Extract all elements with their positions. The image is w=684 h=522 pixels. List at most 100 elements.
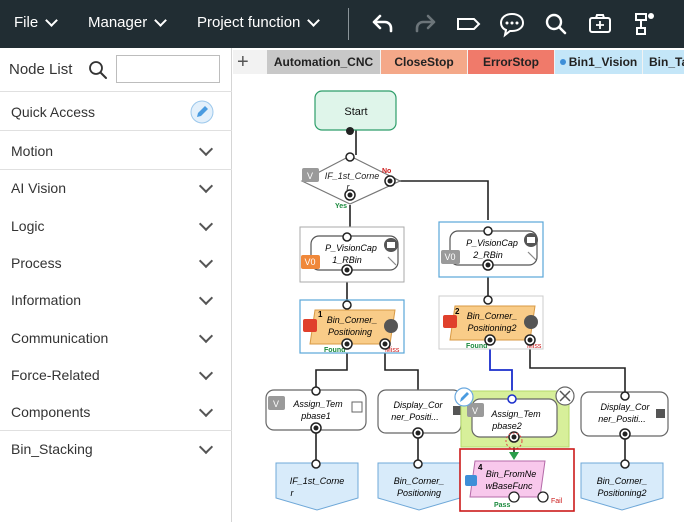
if-yes-port-dot xyxy=(347,192,353,198)
flow-tab-bar: + Automation_CNC CloseStop ErrorStop Bin1_V… xyxy=(233,50,684,74)
vision-2-input-port[interactable] xyxy=(483,226,493,236)
flow-tab-3[interactable]: Bin1_Vision xyxy=(555,50,642,74)
v0-badge-label: V0 xyxy=(304,257,315,267)
variable-badge-label: V xyxy=(472,406,478,416)
flow-tab-4[interactable]: Bin_Ta xyxy=(643,50,684,74)
flow-tab-0[interactable]: Automation_CNC xyxy=(267,50,380,74)
category-label: Components xyxy=(11,404,91,421)
search-icon[interactable] xyxy=(542,10,570,38)
found-label: Found xyxy=(466,343,487,350)
file-menu[interactable]: File xyxy=(14,13,59,31)
if-no-port-dot xyxy=(387,178,393,184)
frombase-pass-port[interactable] xyxy=(508,491,520,503)
robot-settings-icon[interactable] xyxy=(630,10,658,38)
frombase-label-2: wBaseFunc xyxy=(485,481,533,491)
category-logic[interactable]: Logic xyxy=(0,208,232,245)
corner-2-input-port[interactable] xyxy=(483,295,493,305)
corner-2-miss-dot xyxy=(527,337,533,343)
chevron-down-icon xyxy=(154,13,168,27)
start-node[interactable] xyxy=(314,90,397,131)
assign-node-1-label-2: pbase1 xyxy=(300,411,331,421)
goto-if-label-1: IF_1st_Corne xyxy=(290,476,345,486)
connector-found2-selected xyxy=(489,348,513,392)
search-icon[interactable] xyxy=(88,60,108,80)
project-function-menu[interactable]: Project function xyxy=(197,13,321,31)
variable-list-icon xyxy=(351,401,363,413)
redo-icon[interactable] xyxy=(412,10,440,38)
category-label: AI Vision xyxy=(11,180,66,197)
edit-pencil-shape xyxy=(460,392,469,402)
goto-corner2-node[interactable] xyxy=(580,462,664,511)
flow-tab-label: Bin1_Vision xyxy=(568,55,638,69)
start-output-port[interactable] xyxy=(346,127,354,135)
quick-access-section[interactable]: Quick Access xyxy=(0,91,232,131)
category-information[interactable]: Information xyxy=(0,282,232,319)
camera-icon xyxy=(524,315,538,329)
undo-icon[interactable] xyxy=(368,10,396,38)
corner-node-1-label-2: Positioning xyxy=(328,327,372,337)
resize-handle-icon xyxy=(387,256,397,266)
category-communication[interactable]: Communication xyxy=(0,320,232,357)
flow-tab-2[interactable]: ErrorStop xyxy=(468,50,554,74)
tag-icon[interactable] xyxy=(454,10,482,38)
category-bin-stacking[interactable]: Bin_Stacking xyxy=(0,431,232,468)
frombase-fail-port[interactable] xyxy=(537,491,549,503)
assign-1-output-dot xyxy=(313,425,319,431)
if-input-port[interactable] xyxy=(345,152,355,162)
comment-icon[interactable] xyxy=(498,10,526,38)
chevron-down-icon xyxy=(45,13,59,27)
start-node-label: Start xyxy=(344,106,367,118)
function-badge-icon xyxy=(443,315,457,328)
highlight-box xyxy=(459,448,575,512)
assign-2-input-port[interactable] xyxy=(507,394,517,404)
goto-corner1-label-2: Positioning xyxy=(397,488,441,498)
file-menu-label: File xyxy=(14,14,39,31)
flow-tab-1[interactable]: CloseStop xyxy=(381,50,467,74)
vision-node-1[interactable] xyxy=(310,235,399,271)
chevron-down-icon xyxy=(198,440,214,455)
goto-corner1-input-port[interactable] xyxy=(413,459,423,469)
vision-node-1-label-2: 1_RBin xyxy=(332,255,362,265)
category-label: Logic xyxy=(11,217,45,234)
chevron-down-icon xyxy=(198,253,214,268)
category-label: Bin_Stacking xyxy=(11,441,93,458)
category-components[interactable]: Components xyxy=(0,394,232,432)
category-motion[interactable]: Motion xyxy=(0,133,232,170)
corner-node-2-label-1: Bin_Corner_ xyxy=(467,311,518,321)
corner-1-input-port[interactable] xyxy=(342,300,352,310)
flow-canvas[interactable] xyxy=(233,48,684,522)
node-search-input[interactable] xyxy=(116,55,220,83)
corner-1-miss-dot xyxy=(382,341,388,347)
goto-if-input-port[interactable] xyxy=(311,459,321,469)
step-number: 1 xyxy=(318,310,323,319)
category-force-related[interactable]: Force-Related xyxy=(0,357,232,394)
edit-pencil-icon[interactable] xyxy=(190,100,214,124)
variable-badge xyxy=(302,168,319,182)
assign-1-input-port[interactable] xyxy=(311,386,321,396)
category-ai-vision[interactable]: AI Vision xyxy=(0,170,232,207)
goto-if-node[interactable] xyxy=(275,462,359,511)
display-2-input-port[interactable] xyxy=(620,391,630,401)
if-node[interactable] xyxy=(300,155,402,205)
flow-tab-label: CloseStop xyxy=(394,55,454,69)
flow-tab-label: ErrorStop xyxy=(482,55,539,69)
assign-node-2-label-1: Assign_Tem xyxy=(490,409,541,419)
function-badge-icon xyxy=(303,319,317,332)
manager-menu[interactable]: Manager xyxy=(88,13,168,31)
chevron-down-icon xyxy=(198,216,214,231)
camera-capture-icon[interactable] xyxy=(586,10,614,38)
flow-tab-label: Automation_CNC xyxy=(273,55,374,69)
category-process[interactable]: Process xyxy=(0,245,232,282)
corner-node-2-label-2: Positioning2 xyxy=(467,323,516,333)
goto-corner1-node[interactable] xyxy=(377,462,461,511)
miss-label: Miss xyxy=(385,347,400,354)
goto-corner2-input-port[interactable] xyxy=(620,459,630,469)
goto-corner2-label-1: Bin_Corner_ xyxy=(597,476,648,486)
close-icon-cross xyxy=(559,390,571,402)
vision-1-input-port[interactable] xyxy=(342,232,352,242)
add-tab-button[interactable]: + xyxy=(237,51,249,73)
display-icon xyxy=(656,409,665,418)
connector-miss1 xyxy=(384,348,419,390)
chevron-down-icon xyxy=(198,403,214,418)
